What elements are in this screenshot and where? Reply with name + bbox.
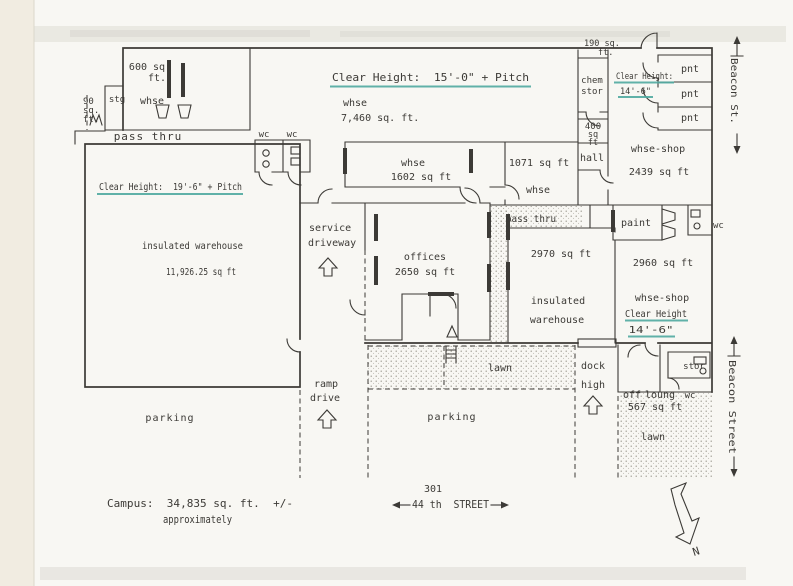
- label-2960-area: 2960 sq ft: [633, 258, 693, 269]
- label-chem-stor: stor: [581, 87, 603, 97]
- label-wc-2: wc: [287, 130, 298, 140]
- label-insulated-warehouse-area: 11,926.25 sq ft: [166, 267, 236, 278]
- label-pnt-3: pnt: [681, 113, 699, 124]
- beacon-st-arrows: [727, 36, 744, 477]
- label-600-sqft-2: ft.: [148, 73, 166, 84]
- label-whse-1602-area: 1602 sq ft: [391, 172, 451, 183]
- label-driveway: driveway: [308, 238, 356, 249]
- label-parking-left: parking: [145, 413, 194, 424]
- dashed-boundaries: [86, 95, 619, 478]
- label-campus-total: Campus: 34,835 sq. ft. +/-: [107, 497, 293, 510]
- label-high: high: [581, 380, 605, 391]
- label-offices-area: 2650 sq ft: [395, 267, 455, 278]
- label-drive: drive: [310, 393, 340, 404]
- label-beacon-st: Beacon St.: [728, 58, 739, 124]
- dock-up-arrow-icon: [582, 395, 604, 415]
- label-off: off: [623, 390, 641, 401]
- label-stg: stg: [109, 95, 125, 105]
- label-2970-warehouse: warehouse: [530, 315, 584, 326]
- label-hall: hall: [580, 153, 604, 164]
- street-arrows: [392, 501, 509, 509]
- label-clear-height-br-2: 14'-6": [629, 325, 674, 336]
- label-whse-topleft: whse: [140, 96, 164, 107]
- label-190-sqft-1: 190 sq.: [584, 39, 620, 49]
- wc-fixtures: [89, 113, 707, 375]
- label-400-sqft-1: 400: [585, 122, 601, 132]
- label-ramp: ramp: [314, 379, 338, 390]
- label-pass-thru-mid: pass thru: [506, 214, 556, 225]
- label-north: N: [691, 544, 701, 558]
- label-approximately: approximately: [163, 513, 232, 526]
- service-driveway-up-arrow-icon: [317, 257, 339, 277]
- label-loung: loung: [645, 390, 675, 401]
- label-whse-shop-2439-name: whse-shop: [631, 144, 685, 155]
- label-paint: paint: [621, 218, 651, 229]
- dock-door: [577, 338, 617, 348]
- label-whse-1071-area: 1071 sq ft: [509, 158, 569, 169]
- corridor-strip-stipple: [490, 206, 508, 344]
- label-clear-height-tr-1: Clear Height:: [616, 72, 673, 82]
- label-400-sqft-3: ft: [588, 138, 598, 148]
- label-insulated-warehouse-name: insulated warehouse: [142, 241, 243, 252]
- label-chem: chem: [581, 76, 603, 86]
- label-clear-height-19: Clear Height: 19'-6" + Pitch: [99, 182, 242, 193]
- labels: 600 sq. ft. whse stg 90 sq. ft. pass thr…: [83, 39, 739, 559]
- black-jambs: [167, 60, 615, 296]
- entry-triangle-icon: [446, 324, 458, 338]
- label-wc-3: wc: [713, 221, 724, 231]
- label-parking-mid: parking: [427, 412, 476, 423]
- label-dock: dock: [581, 361, 605, 372]
- label-whse-1071-name: whse: [526, 185, 550, 196]
- label-clear-height-tr-2: 14'-6": [620, 87, 651, 97]
- label-2970-area: 2970 sq ft: [531, 249, 591, 260]
- label-2960-name: whse-shop: [635, 293, 689, 304]
- label-567-area: 567 sq ft: [628, 402, 682, 413]
- clear-height-underlines: [97, 81, 688, 338]
- label-90-sqft-2: sq.: [83, 106, 99, 116]
- label-service: service: [309, 223, 351, 234]
- label-beacon-street: Beacon Street: [726, 360, 737, 454]
- label-wc-4: wc: [685, 391, 696, 401]
- stipple-areas: [368, 206, 712, 478]
- label-whse-1602-name: whse: [401, 158, 425, 169]
- label-90-sqft-3: ft.: [83, 115, 99, 125]
- label-clear-height-br-1: Clear Height: [625, 309, 687, 320]
- label-lawn-mid: lawn: [488, 363, 512, 374]
- label-pnt-1: pnt: [681, 64, 699, 75]
- pass-thru-stipple: [496, 206, 582, 227]
- label-pnt-2: pnt: [681, 89, 699, 100]
- label-offices-name: offices: [404, 252, 446, 263]
- ramp-drive-up-arrow-icon: [316, 409, 338, 429]
- building-walls: [74, 47, 713, 393]
- label-clear-height-15: Clear Height: 15'-0" + Pitch: [332, 71, 529, 84]
- label-lawn-br: lawn: [641, 432, 665, 443]
- label-pass-thru-top: pass thru: [114, 130, 183, 143]
- label-44th-street: 44 th STREET: [412, 498, 489, 511]
- stairs-icon: [445, 345, 457, 364]
- label-190-sqft-2: ft.: [598, 48, 613, 58]
- label-400-sqft-2: sq: [588, 130, 598, 140]
- north-arrow-icon: [670, 481, 700, 545]
- label-90-sqft-1: 90: [83, 97, 94, 107]
- label-600-sqft: 600 sq.: [129, 62, 171, 73]
- lawn-br-stipple: [619, 392, 712, 478]
- lawn-mid-stipple: [368, 346, 575, 389]
- label-street-number: 301: [424, 484, 442, 495]
- label-wc-1: wc: [259, 130, 270, 140]
- label-stor-br: stor: [683, 362, 705, 372]
- label-whse-7460-area: 7,460 sq. ft.: [341, 113, 419, 124]
- label-whse-7460-name: whse: [343, 98, 367, 109]
- label-2970-insulated: insulated: [531, 296, 585, 307]
- door-swings: [155, 32, 680, 390]
- label-whse-shop-2439-area: 2439 sq ft: [629, 167, 689, 178]
